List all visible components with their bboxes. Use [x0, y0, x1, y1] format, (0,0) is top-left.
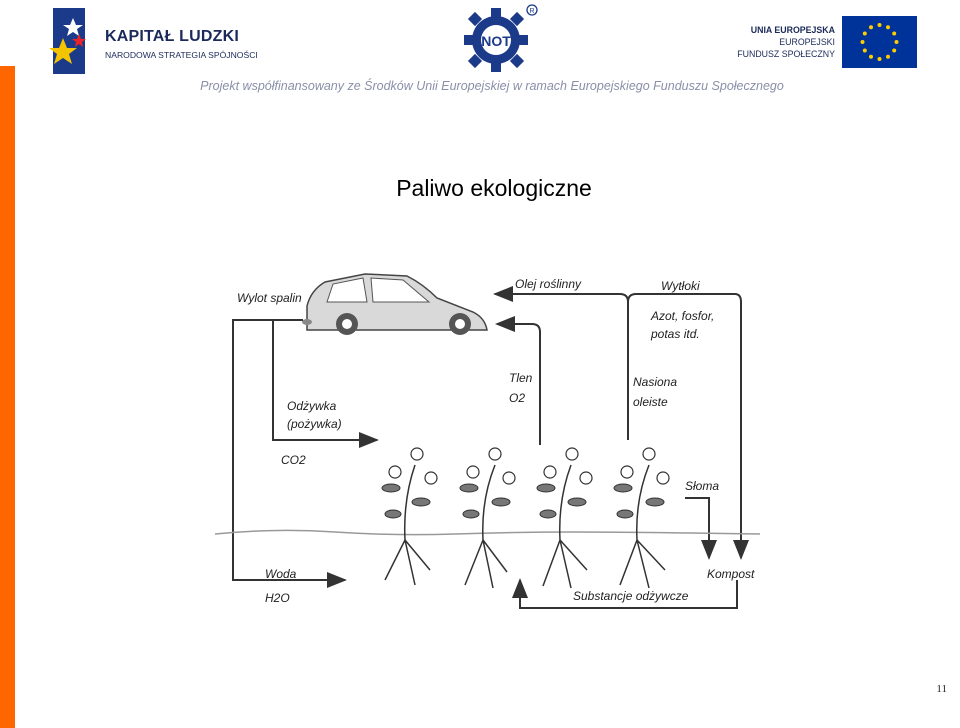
o2-label: O2	[509, 391, 525, 405]
nutrient-substances-label: Substancje odżywcze	[573, 589, 689, 603]
oilseed-label-1: Nasiona	[633, 375, 677, 389]
kapital-ludzki-logo: KAPITAŁ LUDZKI NARODOWA STRATEGIA SPÓJNO…	[43, 4, 273, 78]
page-number: 11	[936, 683, 947, 695]
svg-text:R: R	[529, 8, 534, 15]
gear-icon: NOT R	[464, 4, 538, 72]
project-tagline: Projekt współfinansowany ze Środków Unii…	[200, 79, 784, 93]
press-cake-label: Wytłoki	[661, 279, 700, 293]
co2-label: CO2	[281, 453, 306, 467]
nutrient-label-2: (pożywka)	[287, 417, 342, 431]
oilseed-plants-icon	[384, 464, 666, 589]
vegetable-oil-label: Olej roślinny	[515, 277, 582, 291]
press-cake-arrow	[627, 293, 749, 560]
kapital-ludzki-emblem-icon	[49, 8, 86, 74]
eu-logo: UNIA EUROPEJSKA EUROPEJSKI FUNDUSZ SPOŁE…	[728, 16, 923, 70]
not-logo-text: NOT	[481, 33, 511, 49]
eu-line-2: EUROPEJSKI	[779, 37, 835, 47]
straw-label: Słoma	[685, 479, 719, 493]
not-logo: NOT R	[460, 2, 540, 74]
nutrients-arrow	[512, 578, 738, 609]
eu-flag-icon	[842, 16, 917, 68]
nutrient-label-1: Odżywka	[287, 399, 337, 413]
eu-line-1: UNIA EUROPEJSKA	[750, 25, 835, 35]
soil-line	[215, 529, 760, 536]
eu-line-3: FUNDUSZ SPOŁECZNY	[737, 49, 835, 59]
water-cycle-arrow	[232, 319, 347, 588]
slide-title: Paliwo ekologiczne	[396, 175, 592, 201]
h2o-label: H2O	[265, 591, 290, 605]
accent-side-bar	[0, 66, 15, 728]
oxygen-label: Tlen	[509, 371, 533, 385]
water-label: Woda	[265, 567, 297, 581]
car-icon	[302, 273, 488, 335]
kapital-ludzki-subtitle: NARODOWA STRATEGIA SPÓJNOŚCI	[105, 50, 258, 60]
kapital-ludzki-title: KAPITAŁ LUDZKI	[105, 28, 240, 45]
compost-label: Kompost	[707, 567, 755, 581]
straw-arrow	[685, 497, 717, 560]
oilseed-label-2: oleiste	[633, 395, 668, 409]
co2-arrow	[272, 320, 379, 448]
vegetable-oil-arrow	[493, 286, 629, 440]
nutrients-npk-label-2: potas itd.	[650, 327, 700, 341]
exhaust-label: Wylot spalin	[237, 291, 302, 305]
oxygen-arrow	[495, 316, 541, 445]
eco-fuel-cycle-diagram: Wylot spalin Olej roślinny Wytłoki Azot,…	[215, 273, 760, 609]
nutrients-npk-label-1: Azot, fosfor,	[650, 309, 714, 323]
